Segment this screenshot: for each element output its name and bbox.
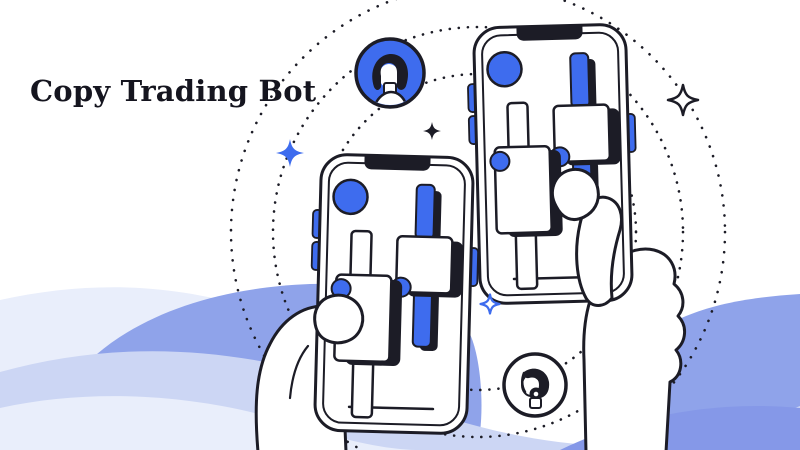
sparkle-outline-white-icon (666, 83, 700, 117)
page-title: Copy Trading Bot (30, 74, 317, 108)
orbit-outer (229, 0, 727, 450)
left-hand-thumb (313, 293, 365, 345)
headset-user-icon (502, 352, 568, 418)
sparkle-solid-blue-icon (276, 139, 304, 167)
right-hand-thumb (551, 167, 623, 307)
sparkle-solid-black-icon (423, 122, 441, 140)
dotted-orbits (229, 0, 727, 450)
user-avatar-icon (354, 37, 426, 109)
left-phone (305, 151, 483, 436)
right-hand-finger (551, 167, 600, 221)
orbit-inner (318, 72, 638, 392)
sparkle-outline-blue-icon (479, 293, 501, 315)
orbit-middle (271, 25, 685, 439)
